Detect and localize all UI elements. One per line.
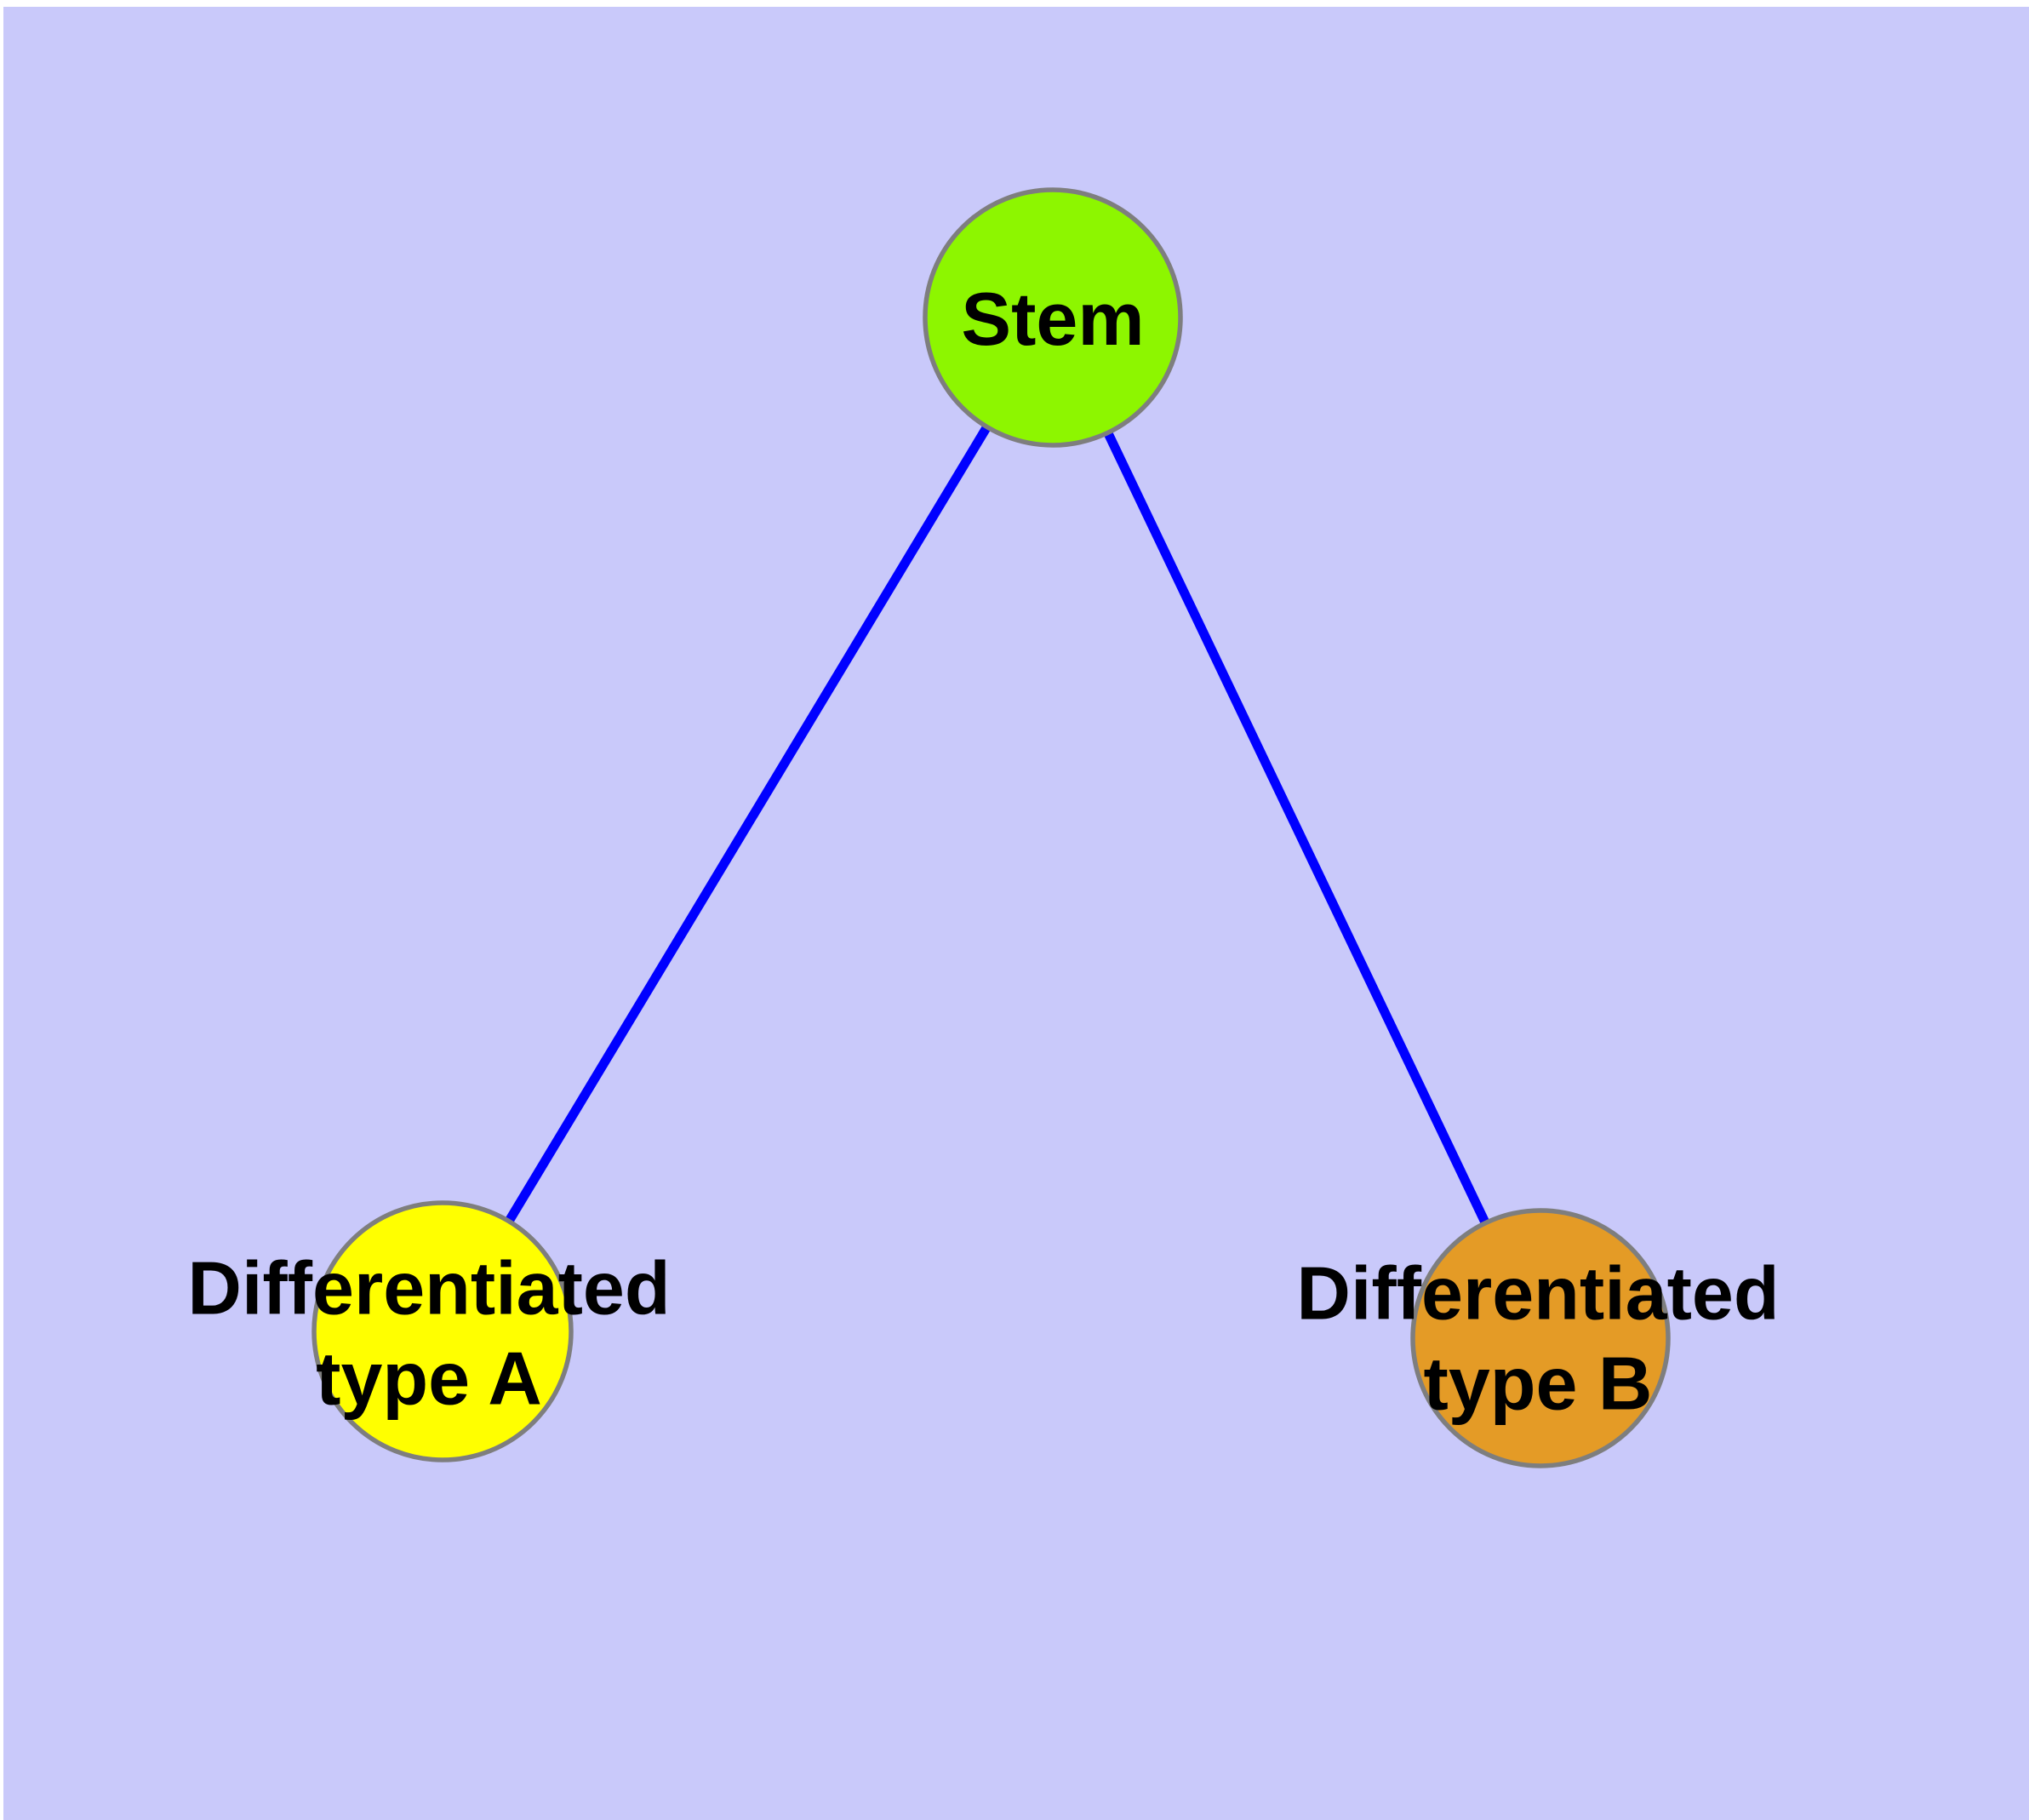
node-stem-circle [923,187,1183,448]
edge-stem-to-type-b [1049,315,1545,1341]
node-type-b-label-line-2: type B [1423,1341,1653,1425]
node-type-a-circle [311,1200,574,1462]
edge-stem-to-type-a [438,315,1057,1334]
node-stem-label: Stem [961,274,1144,364]
node-type-b-circle [1410,1208,1671,1468]
node-type-a-label-line-2: type A [316,1336,542,1420]
node-type-a-label: Differentiated type A [187,1243,670,1422]
node-stem-label-line: Stem [961,277,1145,362]
node-type-a-label-line-1: Differentiated [187,1245,671,1331]
node-type-b-label-line-1: Differentiated [1296,1251,1780,1336]
node-type-b-label: Differentiated type B [1296,1248,1779,1428]
